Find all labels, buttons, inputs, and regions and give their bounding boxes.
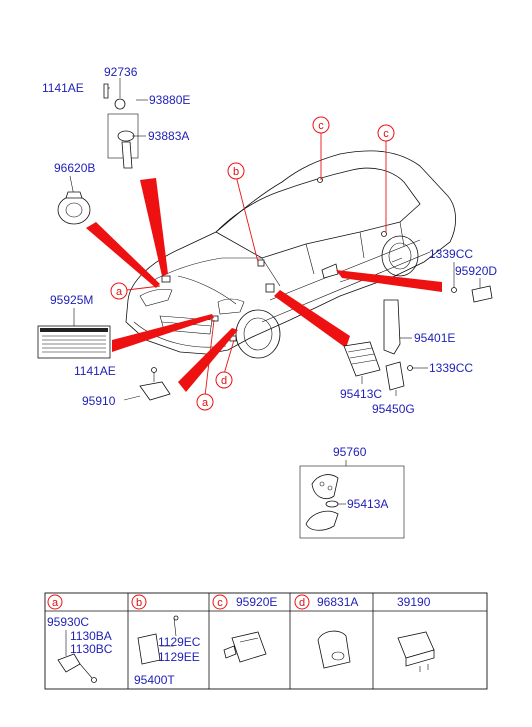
part-number-1339cc-mid: 1339CC (429, 361, 473, 375)
legend-cell-d: d 96831A (294, 594, 358, 669)
part-number-96620b: 96620B (54, 161, 95, 175)
svg-text:a: a (52, 597, 59, 609)
warning-label-part (37, 308, 111, 359)
part-number-95920d: 95920D (455, 264, 497, 278)
legend-cell-e: 39190 (397, 595, 435, 672)
svg-text:a: a (116, 286, 123, 298)
side-sensor-part (451, 262, 493, 303)
wedge-sensor (140, 178, 168, 276)
svg-text:d: d (221, 375, 227, 387)
wedge-label (112, 314, 214, 352)
callout-a-2: a (196, 393, 214, 411)
callout-leaders (126, 133, 387, 397)
callout-c-1: c (312, 116, 330, 134)
wedge-module (274, 290, 350, 348)
part-number-95450g: 95450G (372, 402, 415, 416)
svg-text:95920E: 95920E (236, 595, 277, 609)
svg-text:c: c (318, 120, 324, 132)
svg-text:1129EC: 1129EC (158, 635, 201, 649)
svg-text:39190: 39190 (397, 595, 431, 609)
part-number-95910: 95910 (82, 394, 116, 408)
svg-text:95400T: 95400T (134, 673, 175, 687)
part-number-95760: 95760 (333, 445, 367, 459)
horn-part (57, 175, 91, 225)
smart-key-part (299, 465, 405, 539)
part-number-1141ae-mid: 1141AE (74, 364, 116, 378)
sensor-assembly (103, 78, 148, 169)
part-number-1339cc-top: 1339CC (429, 247, 473, 261)
svg-text:1129EE: 1129EE (158, 650, 200, 664)
legend-cell-b: b 1129EC 1129EE 95400T (131, 594, 201, 687)
svg-text:b: b (233, 166, 239, 178)
svg-text:c: c (217, 597, 223, 609)
part-number-92736: 92736 (104, 65, 138, 79)
svg-text:a: a (202, 397, 209, 409)
callout-a-1: a (110, 282, 128, 300)
legend-cell-a: a 95930C 1130BA 1130BC (47, 594, 113, 683)
svg-text:96831A: 96831A (317, 595, 358, 609)
svg-text:1130BC: 1130BC (70, 642, 113, 656)
part-number-95401e: 95401E (414, 331, 455, 345)
callout-d: d (215, 371, 233, 389)
part-number-95413c: 95413C (340, 387, 382, 401)
svg-text:c: c (383, 128, 389, 140)
part-number-95925m: 95925M (50, 293, 93, 307)
svg-text:1130BA: 1130BA (70, 629, 112, 643)
control-module-part (343, 299, 428, 396)
callout-c-2: c (377, 124, 395, 142)
svg-text:d: d (299, 597, 305, 609)
wedge-side (336, 270, 442, 292)
svg-text:95930C: 95930C (47, 615, 89, 629)
part-number-93880e: 93880E (149, 93, 190, 107)
wedge-airbag (178, 328, 238, 392)
part-number-1141ae-top: 1141AE (42, 81, 84, 95)
part-number-95413a: 95413A (347, 497, 388, 511)
airbag-sensor-part (123, 367, 171, 401)
wedge-horn (86, 222, 160, 288)
callout-b: b (227, 162, 245, 180)
part-number-93883a: 93883A (148, 129, 189, 143)
svg-text:b: b (136, 597, 142, 609)
leader-wedges (86, 178, 442, 392)
legend-table: a 95930C 1130BA 1130BC b 1129EC 1129EE 9… (44, 592, 488, 690)
legend-cell-c: c 95920E (212, 594, 277, 663)
